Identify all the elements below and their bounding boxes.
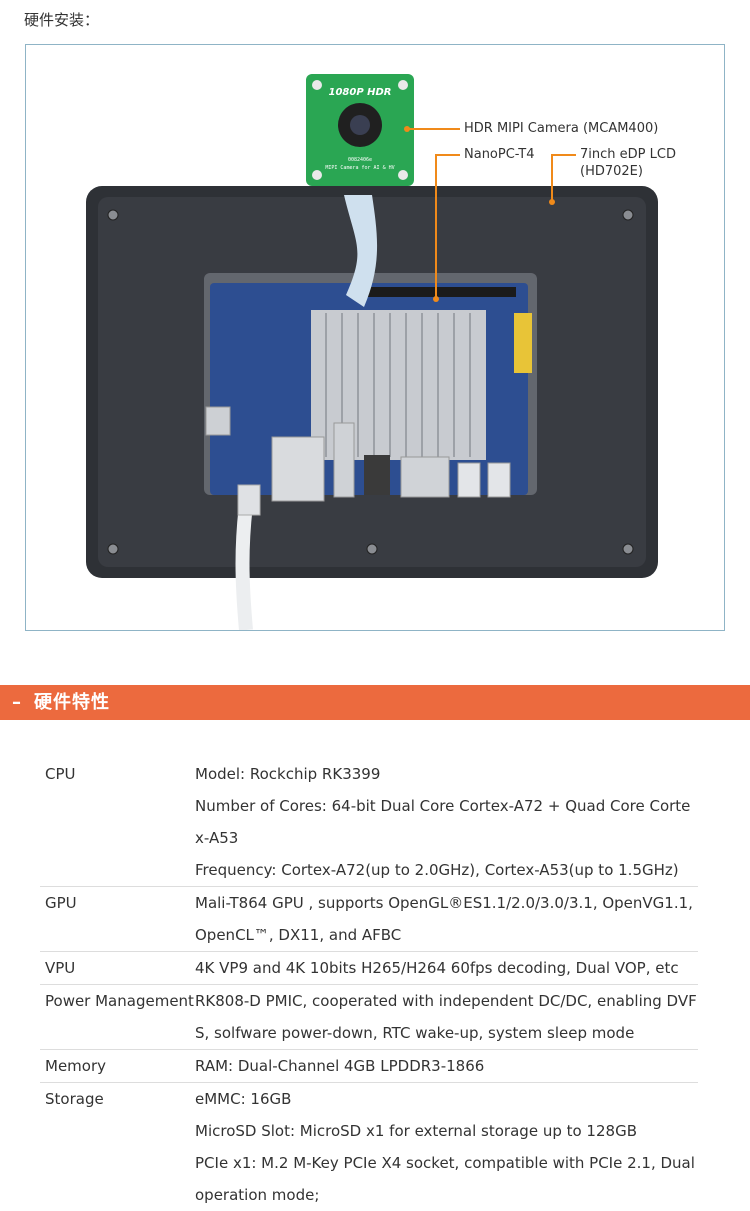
callout-lcd-line2: (HD702E) [580,163,676,180]
spec-value-line: MicroSD Slot: MicroSD x1 for external st… [195,1115,698,1147]
callout-board: NanoPC-T4 [464,146,535,163]
spec-value-line: PCIe x1: M.2 M-Key PCIe X4 socket, compa… [195,1147,698,1211]
spec-value-line: Mali-T864 GPU , supports OpenGL®ES1.1/2.… [195,887,698,951]
callout-lcd-line1: 7inch eDP LCD [580,146,676,163]
camera-top-label: 1080P HDR [328,87,391,98]
camera-board-caption: MIPI Camera for AI & HV [325,165,394,171]
spec-value-line: Model: Rockchip RK3399 [195,758,698,790]
spec-value: RK808-D PMIC, cooperated with independen… [195,985,698,1050]
callout-lcd: 7inch eDP LCD (HD702E) [580,146,676,180]
spec-value-line: Frequency: Cortex-A72(up to 2.0GHz), Cor… [195,854,698,886]
battery [514,313,532,373]
spec-key: GPU [40,887,195,952]
ethernet-port [272,437,324,501]
section-dash: – [12,685,21,720]
spec-value: 4K VP9 and 4K 10bits H265/H264 60fps dec… [195,952,698,985]
spec-key: VPU [40,952,195,985]
usb-port [334,423,354,497]
spec-key: Storage [40,1083,195,1211]
spec-value-line: Number of Cores: 64-bit Dual Core Cortex… [195,790,698,854]
spec-value: RAM: Dual-Channel 4GB LPDDR3-1866 [195,1050,698,1083]
callout-camera: HDR MIPI Camera (MCAM400) [464,120,658,137]
spec-key: Memory [40,1050,195,1083]
spec-key: CPU [40,758,195,887]
spec-key: Power Management [40,985,195,1050]
spec-value-line: eMMC: 16GB [195,1083,698,1115]
spec-value-line: 4K VP9 and 4K 10bits H265/H264 60fps dec… [195,952,698,984]
spec-value: Mali-T864 GPU , supports OpenGL®ES1.1/2.… [195,887,698,952]
product-photo: 1080P HDR 0082406e MIPI Camera for AI & … [25,44,725,631]
spec-value-line: RAM: Dual-Channel 4GB LPDDR3-1866 [195,1050,698,1082]
spec-value-line: RK808-D PMIC, cooperated with independen… [195,985,698,1049]
gpio-header [366,287,516,297]
audio-jack [364,455,390,495]
section-header-hardware-features: – 硬件特性 [0,685,750,720]
section-title: 硬件特性 [34,685,110,720]
camera-board-id: 0082406e [348,157,372,163]
install-title: 硬件安装： [24,9,99,30]
hdmi-port [401,457,449,497]
